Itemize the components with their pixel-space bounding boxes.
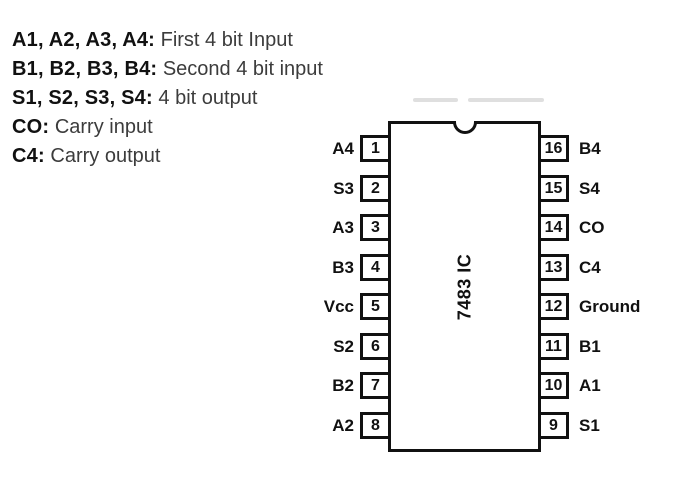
- pin-box: 5: [360, 293, 391, 320]
- pin-label: B1: [579, 336, 601, 356]
- pin-box: 14: [538, 214, 569, 241]
- legend: A1, A2, A3, A4: First 4 bit Input B1, B2…: [12, 26, 323, 171]
- legend-description: Second 4 bit input: [162, 58, 323, 80]
- ic-name: 7483 IC: [454, 253, 474, 320]
- pin-label: Vcc: [323, 296, 354, 316]
- pin-label: S4: [579, 178, 600, 198]
- pin-row-4: B3 4: [230, 254, 391, 281]
- legend-item-b-inputs: B1, B2, B3, B4: Second 4 bit input: [12, 55, 323, 84]
- legend-item-carry-output: C4: Carry output: [12, 142, 323, 171]
- pin-label: B2: [332, 375, 354, 395]
- pin-row-14: 14 CO: [538, 214, 605, 241]
- pin-box: 3: [360, 214, 391, 241]
- legend-description: Carry input: [54, 116, 153, 138]
- watermark-remnant: [413, 98, 458, 102]
- pin-number: 8: [371, 416, 380, 434]
- pin-row-5: Vcc 5: [230, 293, 391, 320]
- pin-row-1: A4 1: [230, 135, 391, 162]
- legend-description: Carry output: [50, 145, 161, 167]
- pin-label: A3: [332, 217, 354, 237]
- pin-row-13: 13 C4: [538, 254, 601, 281]
- legend-item-carry-input: CO: Carry input: [12, 113, 323, 142]
- pin-row-7: B2 7: [230, 372, 391, 399]
- pin-box: 9: [538, 412, 569, 439]
- pin-box: 7: [360, 372, 391, 399]
- pin-number: 13: [544, 258, 563, 276]
- pin-label: S2: [333, 336, 354, 356]
- pin-row-6: S2 6: [230, 333, 391, 360]
- pin-row-9: 9 S1: [538, 412, 600, 439]
- legend-item-s-outputs: S1, S2, S3, S4: 4 bit output: [12, 84, 323, 113]
- pin-box: 10: [538, 372, 569, 399]
- pin-row-10: 10 A1: [538, 372, 601, 399]
- pin-label: A2: [332, 415, 354, 435]
- pin-box: 13: [538, 254, 569, 281]
- pin-number: 6: [371, 337, 380, 355]
- pin-row-2: S3 2: [230, 175, 391, 202]
- pin-label: A1: [579, 375, 601, 395]
- pin-number: 2: [371, 179, 380, 197]
- pin-number: 5: [371, 297, 380, 315]
- pin-box: 6: [360, 333, 391, 360]
- pin-row-11: 11 B1: [538, 333, 601, 360]
- pin-box: 1: [360, 135, 391, 162]
- pin-box: 11: [538, 333, 569, 360]
- pin-number: 12: [544, 297, 563, 315]
- pin-label: Ground: [579, 296, 641, 316]
- pin-row-8: A2 8: [230, 412, 391, 439]
- legend-term: CO:: [12, 116, 50, 138]
- pin-number: 1: [371, 139, 380, 157]
- legend-term: S1, S2, S3, S4:: [12, 87, 153, 109]
- pin-label: A4: [332, 138, 354, 158]
- pin-label: B3: [332, 257, 354, 277]
- pin-label: S3: [333, 178, 354, 198]
- pin-row-3: A3 3: [230, 214, 391, 241]
- pin-box: 8: [360, 412, 391, 439]
- pin-label: S1: [579, 415, 600, 435]
- pin-row-15: 15 S4: [538, 175, 600, 202]
- pin-box: 15: [538, 175, 569, 202]
- pin-number: 11: [545, 337, 562, 355]
- legend-description: First 4 bit Input: [160, 29, 293, 51]
- pin-box: 4: [360, 254, 391, 281]
- pin-number: 4: [371, 258, 380, 276]
- legend-item-a-inputs: A1, A2, A3, A4: First 4 bit Input: [12, 26, 323, 55]
- ic-body: 7483 IC: [388, 121, 541, 452]
- pin-number: 9: [549, 416, 558, 434]
- pin-row-16: 16 B4: [538, 135, 601, 162]
- legend-description: 4 bit output: [158, 87, 258, 109]
- pin-label: C4: [579, 257, 601, 277]
- legend-term: B1, B2, B3, B4:: [12, 58, 158, 80]
- pin-box: 2: [360, 175, 391, 202]
- legend-term: A1, A2, A3, A4:: [12, 29, 156, 51]
- pin-number: 3: [371, 218, 380, 236]
- watermark-remnant: [468, 98, 544, 102]
- pin-number: 14: [544, 218, 563, 236]
- pin-box: 16: [538, 135, 569, 162]
- pin-row-12: 12 Ground: [538, 293, 640, 320]
- pin-label: CO: [579, 217, 605, 237]
- pin-box: 12: [538, 293, 569, 320]
- pin-label: B4: [579, 138, 601, 158]
- pin-number: 16: [544, 139, 563, 157]
- pin-number: 15: [544, 179, 563, 197]
- ic-notch-icon: [452, 121, 477, 134]
- legend-term: C4:: [12, 145, 45, 167]
- pin-number: 7: [371, 376, 380, 394]
- pin-number: 10: [544, 376, 563, 394]
